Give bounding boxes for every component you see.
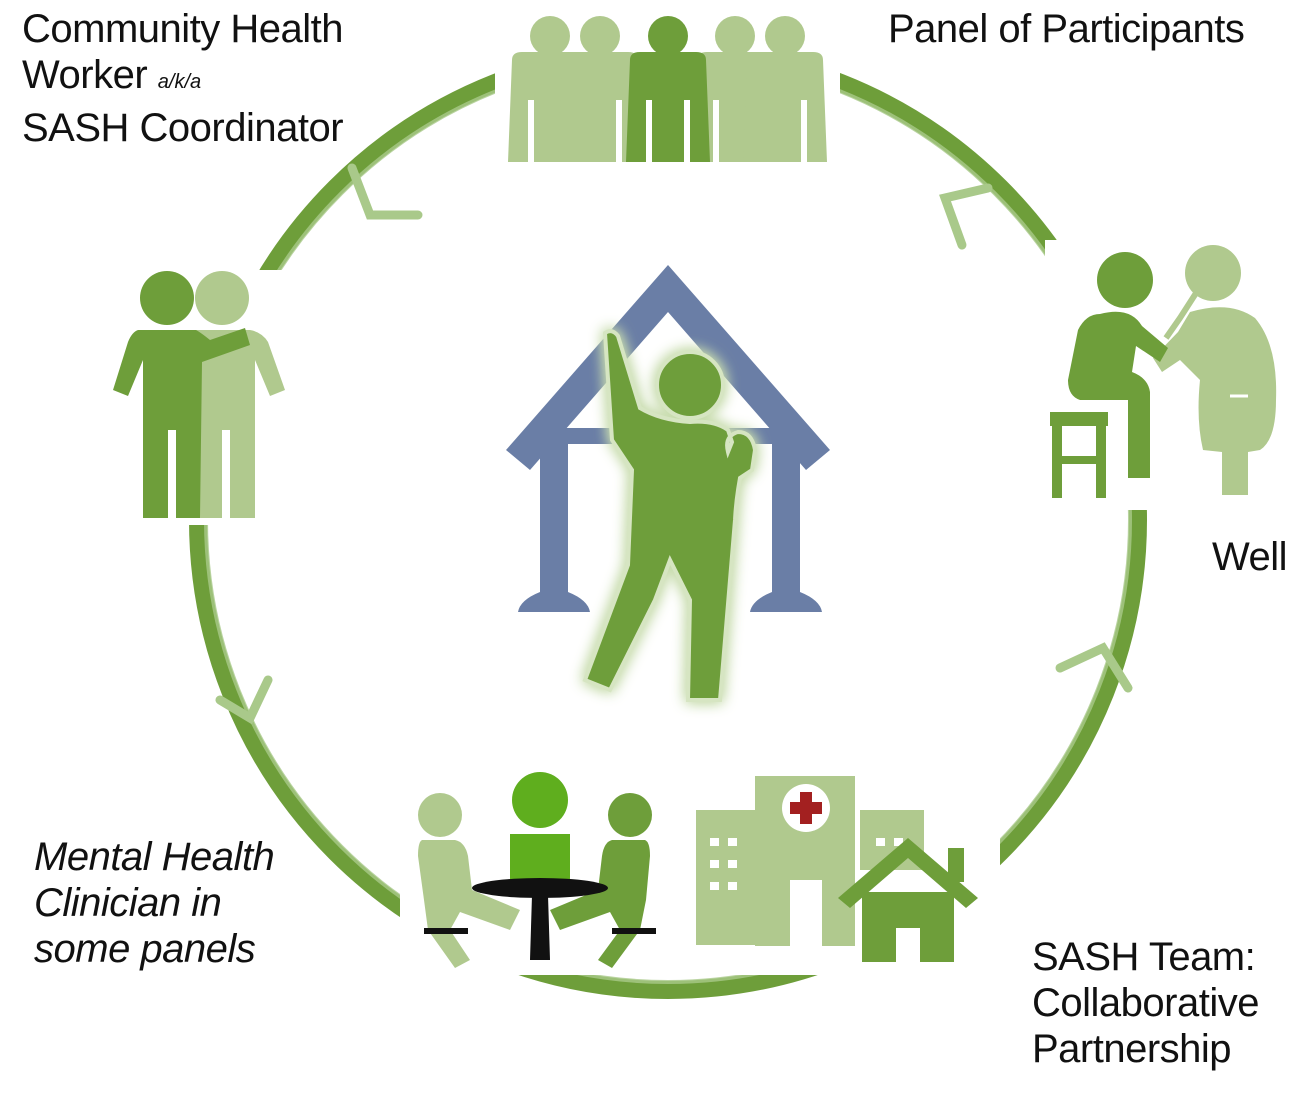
mental-health-line1: Mental Health [34,835,275,879]
chw-label-line1: Community Health [22,7,344,51]
hugging-pair-icon [113,271,285,518]
doctor-patient-icon [1050,245,1277,498]
sash-team-line3: Partnership [1032,1027,1232,1071]
chw-label-line3: SASH Coordinator [22,106,344,150]
chw-label: Community Health Worker a/k/a SASH Coord… [22,6,344,151]
mental-health-label: Mental Health Clinician in some panels [34,834,275,972]
sash-team-label: SASH Team: Collaborative Partnership [1032,934,1259,1072]
meeting-table-icon [418,772,656,968]
arrow-chevron-left [215,675,273,725]
mental-health-line3: some panels [34,927,256,971]
sash-team-line1: SASH Team: [1032,935,1256,979]
chw-label-aka: a/k/a [157,71,202,93]
mental-health-line2: Clinician in [34,881,222,925]
ring-arrows [215,163,1133,725]
chw-label-worker: Worker [22,53,148,97]
wellness-label: Well [1212,535,1288,579]
panel-group-icon [508,16,827,162]
sash-team-line2: Collaborative [1032,981,1259,1025]
arrow-chevron-right [1055,642,1133,693]
panel-label: Panel of Participants [888,7,1245,51]
arrow-chevron-top-left [347,163,423,220]
house-person-icon [506,265,830,702]
arrow-chevron-top-right [939,183,993,250]
chw-label-line2: Worker a/k/a [22,52,343,105]
hospital-home-icon [696,776,978,962]
